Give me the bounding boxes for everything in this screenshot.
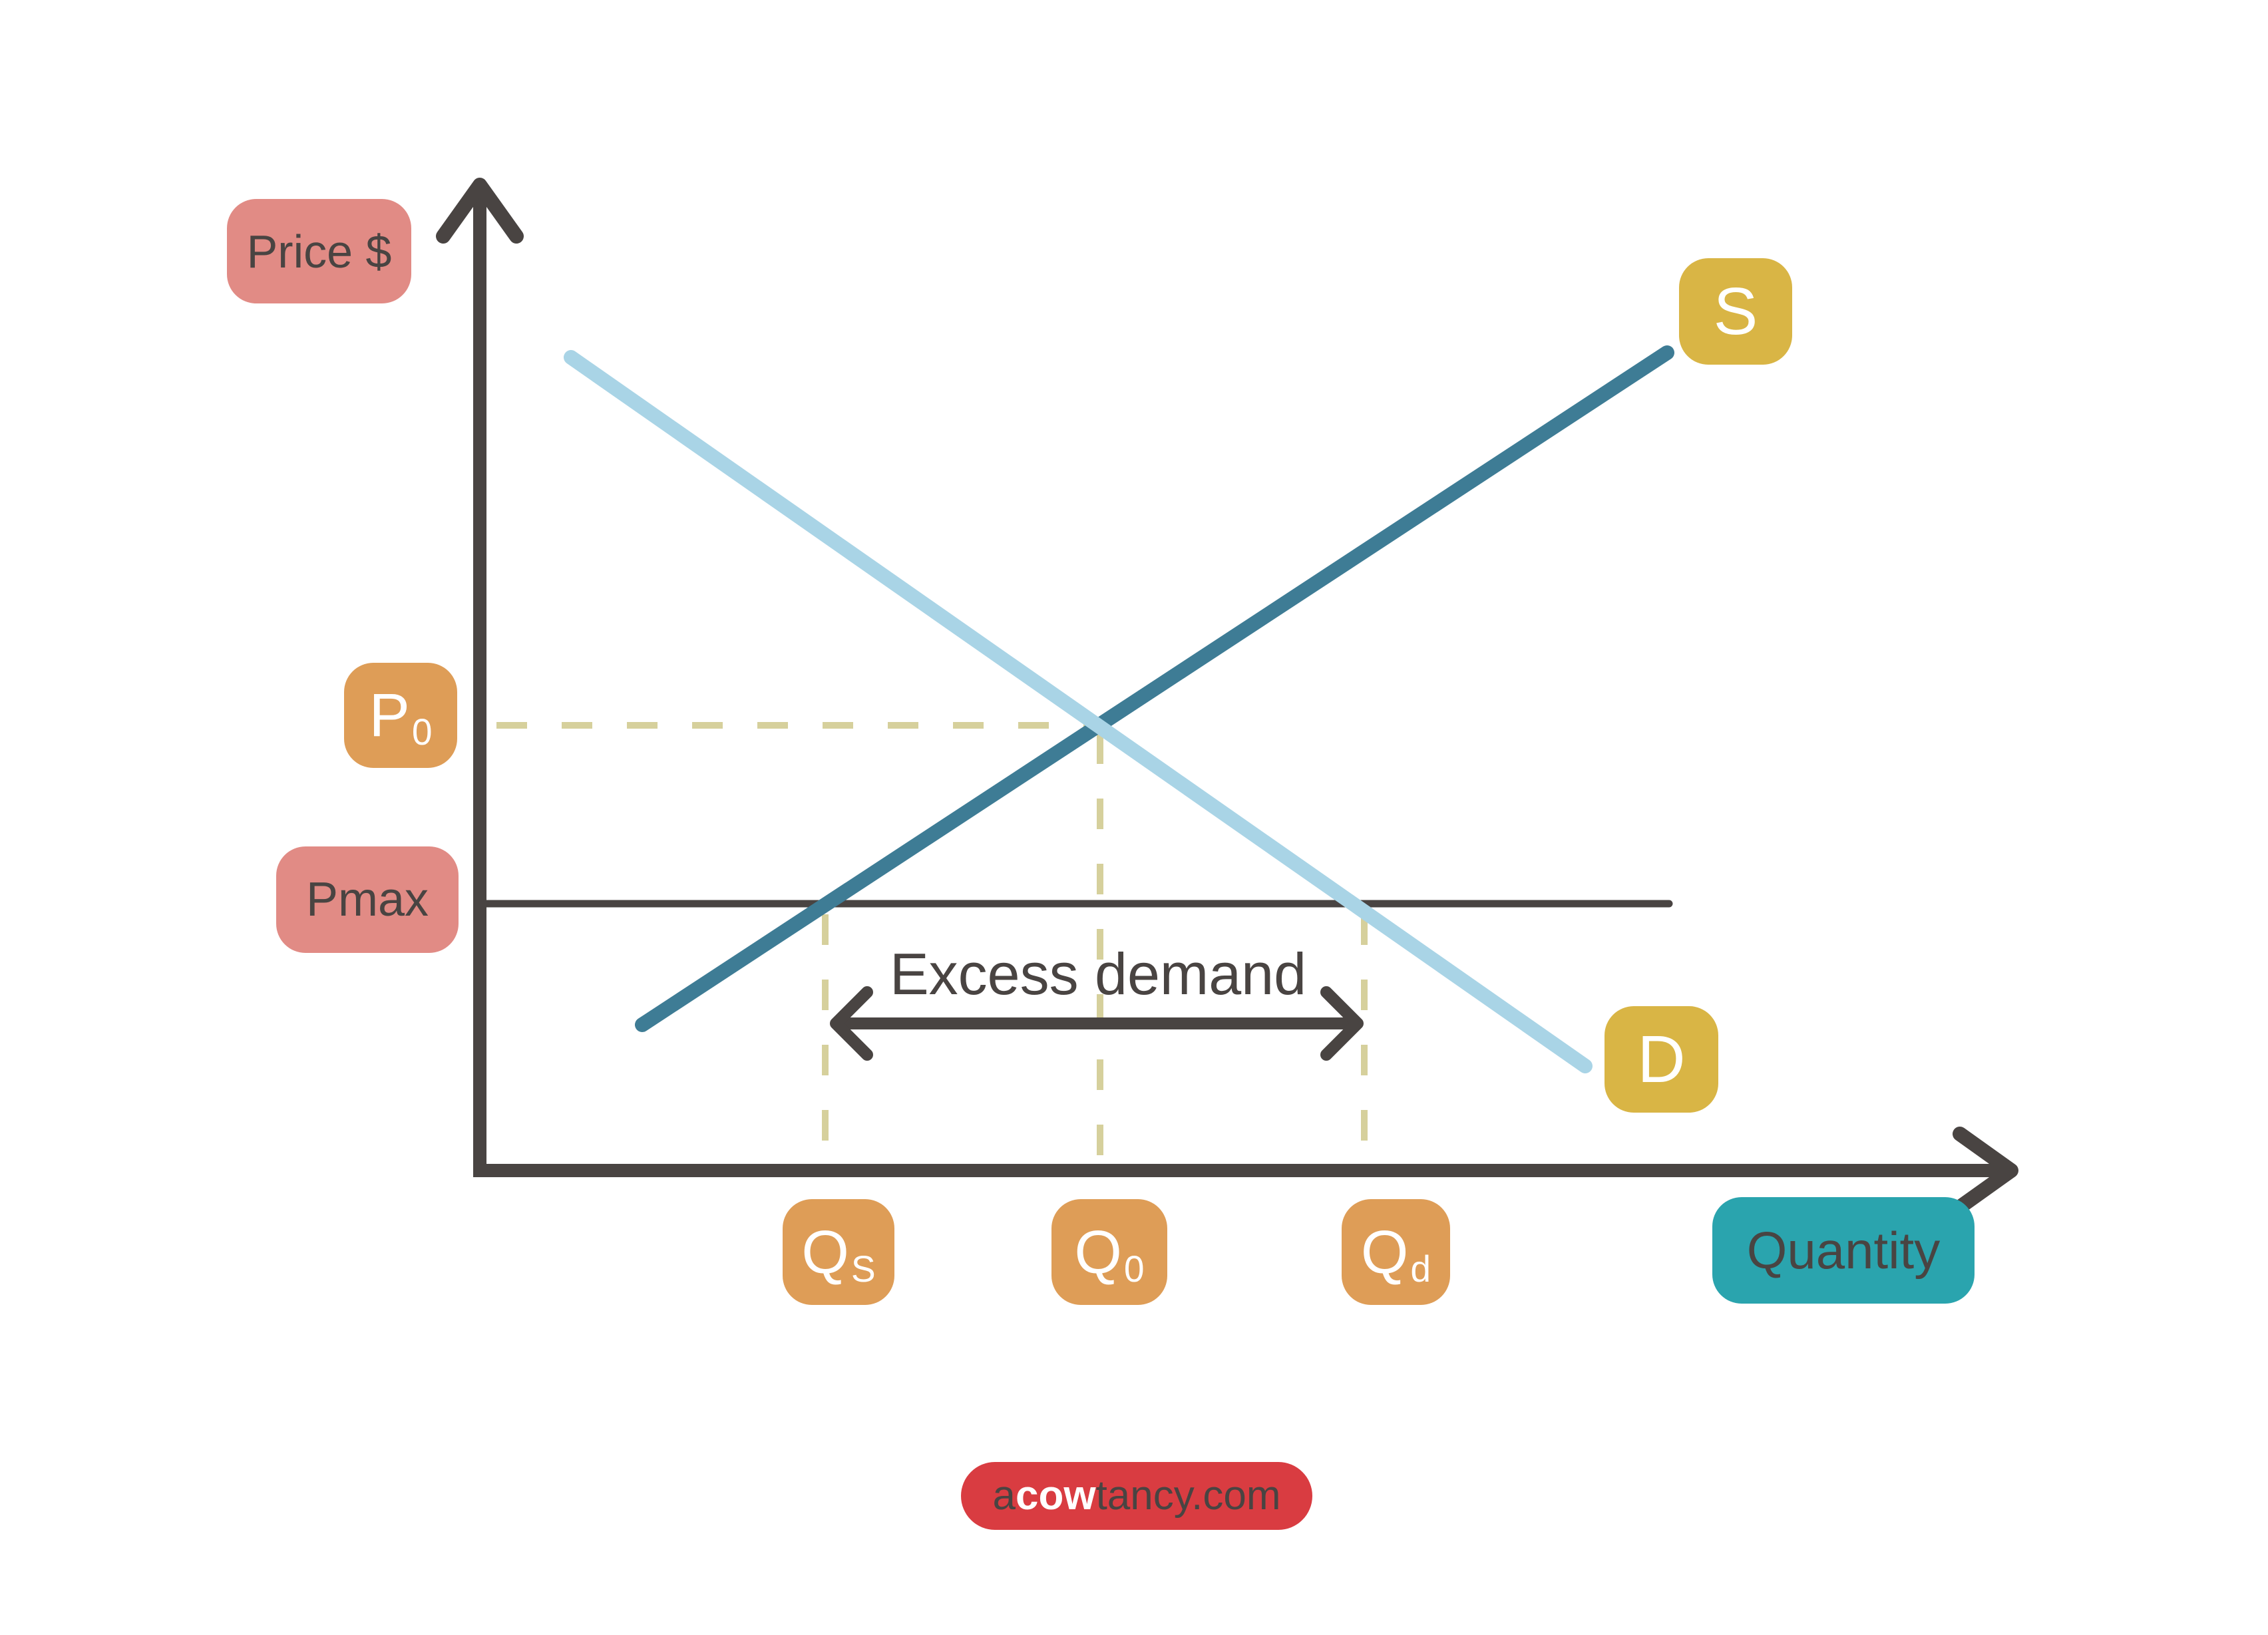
excess-demand-annotation: Excess demand [889, 941, 1307, 1007]
excess-demand-arrowhead-right [1320, 986, 1364, 1061]
price-axis-label: Price $ [246, 225, 392, 277]
qs-quantity-badge: QS [783, 1199, 894, 1305]
excess-demand-arrowhead-left [830, 986, 873, 1061]
demand-curve-label: D [1637, 1022, 1686, 1097]
qs-quantity-label: QS [801, 1218, 876, 1290]
x-axis-arrowhead [1953, 1127, 2018, 1214]
pmax-price-label: Pmax [305, 873, 429, 926]
q0-quantity-label: Q0 [1074, 1218, 1145, 1290]
price-axis-badge: Price $ [227, 199, 411, 303]
supply-curve-badge: S [1679, 258, 1792, 365]
supply-curve-label: S [1713, 274, 1758, 349]
qd-quantity-label: Qd [1360, 1218, 1431, 1290]
supply-curve [635, 345, 1674, 1032]
qd-quantity-badge: Qd [1342, 1199, 1450, 1305]
p0-price-badge: P0 [344, 663, 457, 768]
pmax-price-badge: Pmax [276, 846, 459, 953]
quantity-axis-badge: Quantity [1712, 1197, 1975, 1304]
acowtancy-logo-badge: acowtancy.com [961, 1462, 1312, 1530]
demand-curve-badge: D [1605, 1006, 1718, 1113]
demand-curve [564, 350, 1593, 1073]
y-axis-arrowhead [436, 178, 524, 244]
quantity-axis-label: Quantity [1746, 1221, 1941, 1280]
p0-price-label: P0 [369, 681, 433, 753]
q0-quantity-badge: Q0 [1051, 1199, 1167, 1305]
acowtancy-logo-text: acowtancy.com [992, 1473, 1281, 1519]
